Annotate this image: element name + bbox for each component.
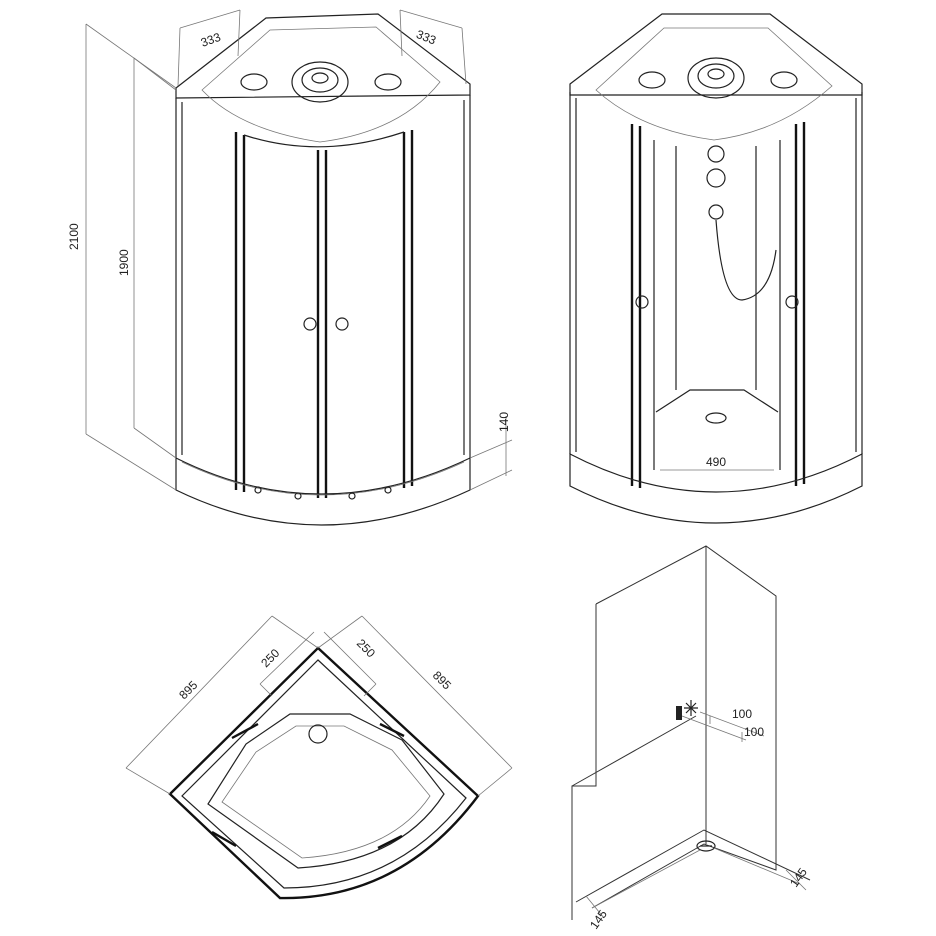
- rain-shower-icon: [687, 57, 745, 99]
- dim-drain-right: 145: [787, 865, 810, 890]
- dim-flat-left: 250: [258, 646, 282, 670]
- dim-door-height: 1900: [117, 249, 131, 276]
- drain-icon: [308, 724, 328, 744]
- dim-drain-left: 145: [587, 907, 610, 932]
- roof-light-right: [374, 73, 402, 91]
- handle-right: [335, 317, 349, 331]
- faucet-icon: [676, 706, 682, 720]
- shower-panel: [706, 145, 777, 301]
- dim-tray-inner: 490: [706, 455, 726, 469]
- install-view: 100 100 145 145: [571, 545, 811, 932]
- dim-side-left: 895: [176, 678, 200, 702]
- roof-light-right: [770, 71, 798, 89]
- dim-outlet-a: 100: [732, 707, 752, 721]
- roof-light-left: [240, 73, 268, 91]
- dim-flat-right: 250: [354, 636, 378, 660]
- front-view: 333 333 2100 1900 140: [67, 9, 513, 526]
- dim-total-height: 2100: [67, 223, 81, 250]
- plan-view: 895 895 250 250: [125, 615, 513, 900]
- handle-left: [303, 317, 317, 331]
- dim-outlet-b: 100: [744, 725, 764, 739]
- handle-right: [785, 295, 799, 309]
- dim-tray-height: 140: [497, 412, 511, 432]
- drain-icon: [705, 412, 727, 424]
- dim-top-left: 333: [199, 30, 223, 50]
- rain-shower-icon: [291, 61, 349, 103]
- handle-left: [635, 295, 649, 309]
- open-view: 490: [569, 13, 863, 524]
- drain-icon: [696, 840, 716, 852]
- roof-light-left: [638, 71, 666, 89]
- snowflake-icon: [684, 700, 698, 716]
